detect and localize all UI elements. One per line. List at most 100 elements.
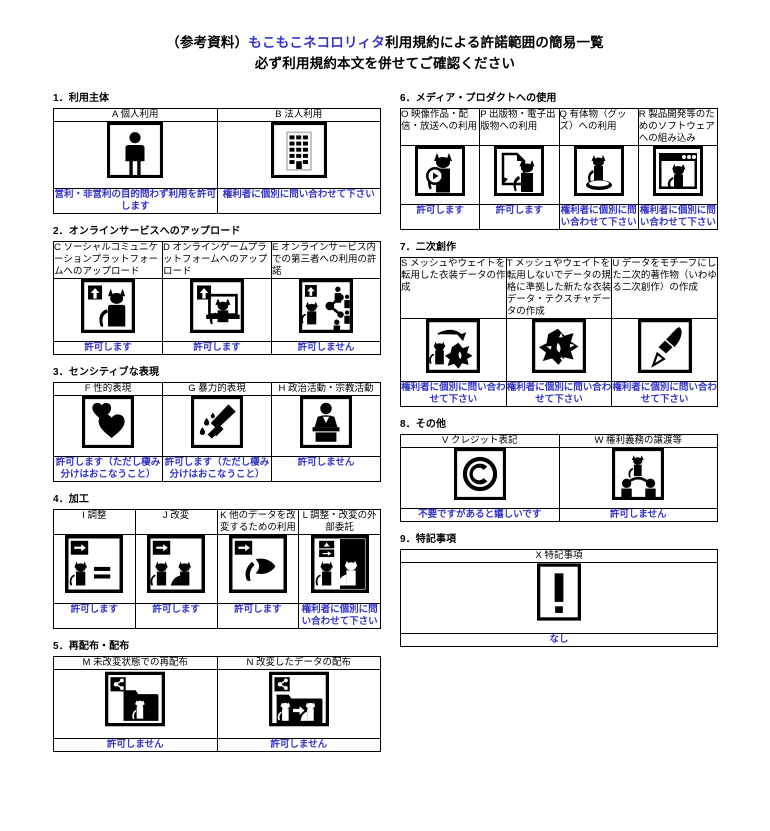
col-header-J: J 改変 — [134, 509, 218, 535]
header-row: M 未改変状態での再配布 N 改変したデータの配布 — [53, 656, 381, 670]
note-G: 許可します（ただし棲み分けはおこなうこと） — [162, 456, 272, 482]
col-header-E: E オンラインサービス内での第三者への利用の許諾 — [271, 241, 381, 279]
section-1-table: A 個人利用 B 法人利用 — [53, 108, 381, 214]
col-header-H: H 政治活動・宗教活動 — [271, 382, 381, 396]
icon-cell-L — [298, 534, 381, 604]
section-3-table: F 性的表現 G 暴力的表現 H 政治活動・宗教活動 — [52, 382, 381, 482]
mesh-pieces-icon — [532, 319, 586, 373]
outsourcing-two-cats-icon — [310, 535, 369, 593]
section-1: 1．利用主体 A 個人利用 B 法人利用 — [53, 92, 381, 214]
col-header-M: M 未改変状態での再配布 — [53, 656, 218, 670]
cat-to-mesh-icon — [426, 319, 481, 373]
arrow-cat-equal-icon — [65, 535, 124, 593]
icon-cell-M — [53, 669, 218, 739]
left-column: 1．利用主体 A 個人利用 B 法人利用 — [52, 92, 381, 763]
title-line-1: （参考資料）もこもこネコロリィタ利用規約による許諾範囲の簡易一覧 — [0, 32, 770, 53]
col-header-R: R 製品開発等のためのソフトウェアへの組み込み — [637, 108, 719, 146]
section-6: 6．メディア・プロダクトへの使用 O 映像作品・配信・放送への利用 P 出版物・… — [399, 92, 719, 230]
note-C: 許可します — [52, 341, 164, 355]
section-4-table: I 調整 J 改変 K 他のデータを改変するための利用 L 調整・改変の外部委託 — [53, 509, 381, 629]
section-6-heading: 6．メディア・プロダクトへの使用 — [400, 93, 557, 104]
note-A: 営利・非営利の目的問わず利用を許可します — [53, 188, 218, 214]
icon-cell-V — [400, 447, 560, 509]
note-row: 営利・非営利の目的問わず利用を許可します 権利者に個別に問い合わせて下さい — [53, 188, 381, 214]
note-row: 許可します 許可します 権利者に個別に問い合わせて下さい 権利者に個別に問い合わ… — [399, 204, 719, 230]
note-row: 許可します 許可します 許可します 権利者に個別に問い合わせて下さい — [53, 603, 381, 629]
knife-blood-icon — [191, 396, 243, 448]
icon-cell-Q — [558, 145, 639, 205]
col-header-I: I 調整 — [53, 509, 136, 535]
section-5-heading: 5．再配布・配布 — [53, 641, 130, 652]
icon-cell-J — [134, 534, 218, 604]
note-L: 権利者に個別に問い合わせて下さい — [298, 603, 381, 629]
section-4-heading: 4．加工 — [53, 494, 89, 505]
software-window-cat-icon — [652, 146, 703, 196]
note-I: 許可します — [53, 603, 136, 629]
col-header-U: U データをモチーフにした二次的著作物（いわゆる二次創作）の作成 — [611, 257, 718, 319]
section-2-table: C ソーシャルコミュニケーションプラットフォームへのアップロード D オンライン… — [52, 241, 381, 355]
icon-cell-K — [216, 534, 300, 604]
note-F: 許可します（ただし棲み分けはおこなうこと） — [52, 456, 164, 482]
col-header-G: G 暴力的表現 — [162, 382, 272, 396]
icon-row — [400, 318, 718, 382]
header-row: A 個人利用 B 法人利用 — [53, 108, 381, 122]
note-row: 許可します 許可します 許可しません — [52, 341, 381, 355]
note-P: 許可します — [479, 204, 560, 230]
icon-cell-I — [53, 534, 136, 604]
note-V: 不要ですがあると嬉しいです — [400, 508, 560, 522]
header-row: I 調整 J 改変 K 他のデータを改変するための利用 L 調整・改変の外部委託 — [53, 509, 381, 535]
icon-cell-S — [400, 318, 507, 382]
section-6-table: O 映像作品・配信・放送への利用 P 出版物・電子出版物への利用 Q 有体物（グ… — [399, 108, 719, 230]
title-suffix: 利用規約による許諾範囲の簡易一覧 — [385, 35, 604, 50]
document-cat-icon — [494, 146, 545, 196]
icon-cell-B — [216, 121, 381, 189]
note-E: 許可しません — [271, 341, 381, 355]
icon-row — [53, 669, 381, 739]
hearts-icon — [82, 396, 134, 448]
title-prefix: （参考資料） — [166, 35, 249, 50]
arrow-cat-altered-icon — [147, 535, 206, 593]
col-header-P: P 出版物・電子出版物への利用 — [479, 108, 560, 146]
header-row: S メッシュやウェイトを転用した衣装データの作成 T メッシュやウェイトを転用し… — [400, 257, 718, 319]
col-header-T: T メッシュやウェイトを転用しないでデータの規格に準拠した新たな衣装データ・テク… — [505, 257, 613, 319]
section-9: 9．特記事項 X 特記事項 — [400, 533, 718, 647]
upload-cat-share-people-icon — [299, 279, 353, 333]
section-5-table: M 未改変状態での再配布 N 改変したデータの配布 — [53, 656, 381, 752]
upload-cat-monitor-icon — [190, 279, 244, 333]
icon-cell-H — [271, 395, 381, 457]
icon-row — [400, 447, 718, 509]
icon-row — [400, 562, 718, 634]
col-header-W: W 権利義務の譲渡等 — [558, 434, 718, 448]
transfer-people-cat-icon — [612, 448, 665, 500]
note-T: 権利者に個別に問い合わせて下さい — [505, 381, 613, 407]
note-N: 許可しません — [216, 738, 381, 752]
icon-row — [53, 534, 381, 604]
col-header-X: X 特記事項 — [400, 549, 718, 563]
col-header-O: O 映像作品・配信・放送への利用 — [399, 108, 481, 146]
page-title: （参考資料）もこもこネコロリィタ利用規約による許諾範囲の簡易一覧 必ず利用規約本… — [0, 0, 770, 74]
note-H: 許可しません — [271, 456, 381, 482]
icon-cell-G — [162, 395, 272, 457]
section-3: 3．センシティブな表現 F 性的表現 G 暴力的表現 H 政治活動・宗教活動 — [52, 366, 381, 482]
col-header-K: K 他のデータを改変するための利用 — [216, 509, 300, 535]
title-brand: もこもこネコロリィタ — [248, 35, 386, 50]
share-folder-cat-modified-icon — [268, 670, 329, 728]
icon-row — [52, 278, 381, 342]
icon-cell-F — [52, 395, 164, 457]
section-8: 8．その他 V クレジット表記 W 権利義務の譲渡等 — [400, 418, 718, 522]
section-3-heading: 3．センシティブな表現 — [53, 367, 160, 378]
note-row: 不要ですがあると嬉しいです 許可しません — [400, 508, 718, 522]
note-O: 許可します — [399, 204, 481, 230]
note-row: 許可します（ただし棲み分けはおこなうこと） 許可します（ただし棲み分けはおこなう… — [52, 456, 381, 482]
note-R: 権利者に個別に問い合わせて下さい — [637, 204, 719, 230]
paintbrush-icon — [637, 319, 692, 373]
building-icon — [270, 122, 327, 178]
col-header-L: L 調整・改変の外部委託 — [298, 509, 381, 535]
col-header-S: S メッシュやウェイトを転用した衣装データの作成 — [400, 257, 507, 319]
arrow-cat-tail-shape-icon — [228, 535, 287, 593]
note-U: 権利者に個別に問い合わせて下さい — [611, 381, 718, 407]
section-9-heading: 9．特記事項 — [400, 534, 457, 545]
note-J: 許可します — [134, 603, 218, 629]
note-M: 許可しません — [53, 738, 218, 752]
